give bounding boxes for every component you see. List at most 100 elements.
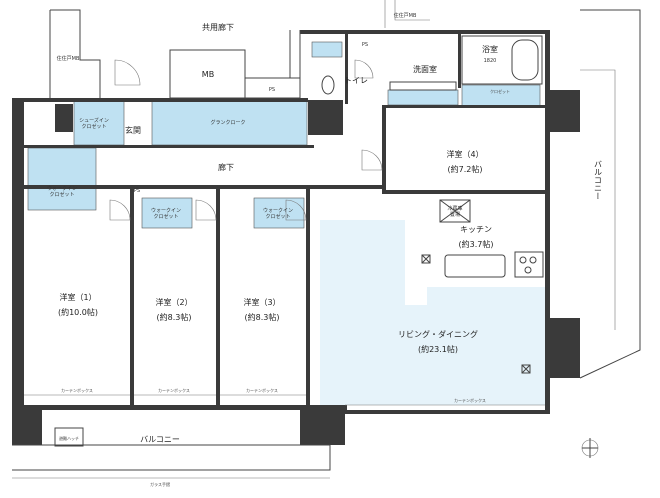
ldk-shade-2 <box>320 305 545 405</box>
bathtub <box>511 39 539 81</box>
column-right-top <box>548 90 580 132</box>
label-ldk-size: (約23.1帖) <box>418 344 458 354</box>
label-yoshitsu2: 洋室（2） <box>155 297 192 307</box>
label-shoes-in: シューズインクロゼット <box>79 117 109 130</box>
fridge-cross <box>439 199 471 223</box>
walk-in-closet-1 <box>27 147 97 211</box>
ldk-shade-3 <box>427 287 545 307</box>
label-yokushitsu: 浴室 <box>482 44 498 54</box>
label-balcony-right: バルコニー <box>594 160 603 200</box>
burner-1 <box>519 256 527 264</box>
label-curtain-4: カーテンボックス <box>454 397 486 403</box>
wall-top-right <box>300 30 550 34</box>
mb-top-outline <box>384 0 430 28</box>
wall-toilet-right <box>345 34 348 104</box>
label-hatch: 避難ハッチ <box>59 435 79 441</box>
wall-left <box>12 98 24 416</box>
wall-bath-left <box>458 34 461 88</box>
wall-corridor-bottom <box>24 185 384 189</box>
label-kitchen-size: (約3.7帖) <box>459 239 494 249</box>
wall-room2-3 <box>216 185 220 405</box>
door-toilet <box>354 59 374 79</box>
label-senmenjo: 洗面室 <box>413 64 437 74</box>
label-yokushitsu-size: 1820 <box>484 58 497 64</box>
door-room2 <box>195 199 217 221</box>
hatch-box <box>54 427 84 447</box>
wall-corridor-top <box>24 145 314 148</box>
label-curtain-3: カーテンボックス <box>246 387 278 393</box>
pipe-space <box>421 254 431 264</box>
ps-lines <box>289 30 301 98</box>
label-ps-2: PS <box>362 42 368 48</box>
label-yoshitsu1-size: (約10.0帖) <box>58 307 98 317</box>
label-ps-1: PS <box>269 87 275 93</box>
label-mb-left: 住住戸MB <box>57 55 80 62</box>
ldk-shade-1 <box>320 220 405 305</box>
label-genkan: 玄関 <box>125 125 141 135</box>
label-roka: 廊下 <box>218 162 234 172</box>
mb-box <box>169 49 246 99</box>
label-toilet: トイレ <box>344 76 368 85</box>
label-walk-in-1: ウォークインクロゼット <box>47 185 77 198</box>
kitchen-island <box>444 254 506 278</box>
label-yoshitsu3: 洋室（3） <box>243 297 280 307</box>
label-curtain-1: カーテンボックス <box>61 387 93 393</box>
label-walk-in-2: ウォークインクロゼット <box>151 207 181 220</box>
toilet-bowl <box>321 75 335 95</box>
label-mb: MB <box>202 70 214 79</box>
fridge-space <box>439 199 471 223</box>
wall-room1-2 <box>130 185 134 405</box>
shared-corridor-outline <box>49 9 101 98</box>
label-ldk: リビング・ダイニング <box>398 329 478 339</box>
balcony-right-outline <box>579 9 641 379</box>
washbasin-counter <box>389 81 457 91</box>
column-entry <box>55 104 73 132</box>
label-reizoko: 冷蔵庫置場 <box>447 205 462 218</box>
column-bottom-mid <box>300 405 345 445</box>
balcony-right-inner <box>580 69 616 330</box>
label-yoshitsu1: 洋室（1） <box>59 292 96 302</box>
column-right-bottom <box>548 318 580 378</box>
label-kyoyo-roka: 共用廊下 <box>202 22 234 32</box>
label-closet: クロゼット <box>490 88 510 94</box>
curtain-box-lines <box>24 394 545 406</box>
label-grand-cloak: グランクローク <box>210 119 245 126</box>
label-yoshitsu3-size: (約8.3帖) <box>245 312 280 322</box>
shoes-in-closet <box>73 99 125 146</box>
pipe-space-2 <box>521 364 531 374</box>
label-yoshitsu2-size: (約8.3帖) <box>157 312 192 322</box>
wall-right <box>545 30 550 410</box>
wall-room4-bottom <box>382 190 547 194</box>
label-ps-3: PS <box>134 188 140 194</box>
label-glass-tesuri: ガラス手摺 <box>150 481 170 487</box>
door-room4 <box>361 149 383 171</box>
pipe-cross-2 <box>521 364 531 374</box>
balcony-bottom-outline <box>12 444 331 471</box>
wall-bottom <box>12 405 347 410</box>
door-entry <box>114 59 141 86</box>
wall-room3-ldk <box>306 185 310 405</box>
label-mb-top: 住住戸MB <box>394 12 417 19</box>
label-kitchen: キッチン <box>460 225 492 234</box>
label-walk-in-3: ウォークインクロゼット <box>263 207 293 220</box>
grand-cloak <box>151 99 308 146</box>
pipe-cross <box>421 254 431 264</box>
kitchen-stove <box>514 251 544 278</box>
label-yoshitsu4: 洋室（4） <box>446 149 483 159</box>
toilet-storage <box>311 41 343 58</box>
label-yoshitsu4-size: (約7.2帖) <box>448 164 483 174</box>
wall-top-left <box>12 98 308 102</box>
label-curtain-2: カーテンボックス <box>158 387 190 393</box>
washroom-storage <box>387 89 459 106</box>
burner-2 <box>529 256 537 264</box>
door-room1 <box>109 199 131 221</box>
wall-bottom-right <box>345 410 550 414</box>
column-bottom-left <box>12 405 42 445</box>
wall-room4-left <box>382 105 386 190</box>
walk-in-closet-3 <box>253 197 305 229</box>
column-center <box>308 100 343 135</box>
wall-room4-top <box>386 105 546 108</box>
label-balcony-bottom: バルコニー <box>140 435 180 444</box>
burner-3 <box>524 266 532 274</box>
